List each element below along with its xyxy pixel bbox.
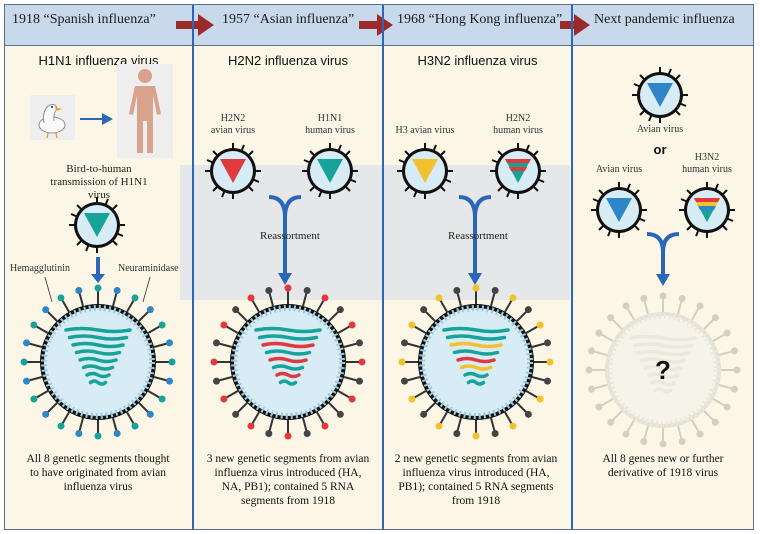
timeline-arrow-3 [560,14,590,36]
column-divider-1 [192,5,194,529]
unknown-virus-large [585,292,741,448]
h3n2-human-virus [679,182,735,238]
h3n2-virus-large [398,284,554,440]
h3-avian-label: H3 avian virus [395,125,455,136]
avian-virus-top [632,67,688,123]
transmission-label: Bird-to-human transmission of H1N1 virus [50,163,148,201]
avian-virus-top-label: Avian virus [636,124,684,135]
era-1918-label: 1918 “Spanish influenza” [12,12,156,27]
col3-reassortment-label: Reassortment [448,230,508,242]
col2-merge-arrow [268,195,302,285]
h1n1-human-label-2: human virus [305,125,355,136]
col3-title: H3N2 influenza virus [417,53,538,68]
col3-merge-arrow [458,195,492,285]
pointer-lines [44,276,151,303]
h3n2-human-label-2: human virus [682,164,732,175]
era-next-label: Next pandemic influenza [594,12,735,27]
col2-caption: 3 new genetic segments from avian influe… [206,453,370,507]
h1n1-human-label-1: H1N1 [317,113,343,124]
timeline-arrows [176,14,590,36]
unknown-mark: ? [655,355,671,385]
h1n1-small-virus [69,197,125,253]
h2n2-human-label-2: human virus [493,125,543,136]
h2n2-virus-large [210,284,366,440]
col1-caption: All 8 genetic segments thought to have o… [26,453,170,493]
h2n2-human-label-1: H2N2 [505,113,531,124]
h1n1-human-virus [302,143,358,199]
era-1968-label: 1968 “Hong Kong influenza” [397,12,563,27]
col2-reassortment-label: Reassortment [260,230,320,242]
column-divider-3 [571,5,573,529]
h2n2-avian-virus [205,143,261,199]
era-1957-label: 1957 “Asian influenza” [222,12,355,27]
h2n2-avian-label-2: avian virus [210,125,256,136]
column-divider-2 [382,5,384,529]
hemagglutinin-label: Hemagglutinin [10,263,70,274]
h3n2-human-label-1: H3N2 [694,152,720,163]
col2-title: H2N2 influenza virus [228,53,348,68]
h1n1-virus-large [20,284,176,440]
duck-icon [30,95,75,140]
neuraminidase-label: Neuraminidase [118,263,179,274]
timeline-arrow-2 [359,14,393,36]
human-figure-icon [117,64,173,158]
transmission-arrow [80,113,113,125]
col4-merge-arrow [646,232,680,286]
avian-virus-left [591,182,647,238]
timeline-arrow-1 [176,14,214,36]
or-label: or [653,142,667,157]
avian-virus-label: Avian virus [595,164,643,175]
col3-caption: 2 new genetic segments from avian influe… [394,453,558,507]
h2n2-avian-label-1: H2N2 [220,113,246,124]
col1-down-arrow [91,257,105,283]
h3-avian-virus [397,143,453,199]
col4-caption: All 8 genes new or further derivative of… [602,453,724,479]
h2n2-human-virus [490,143,546,199]
